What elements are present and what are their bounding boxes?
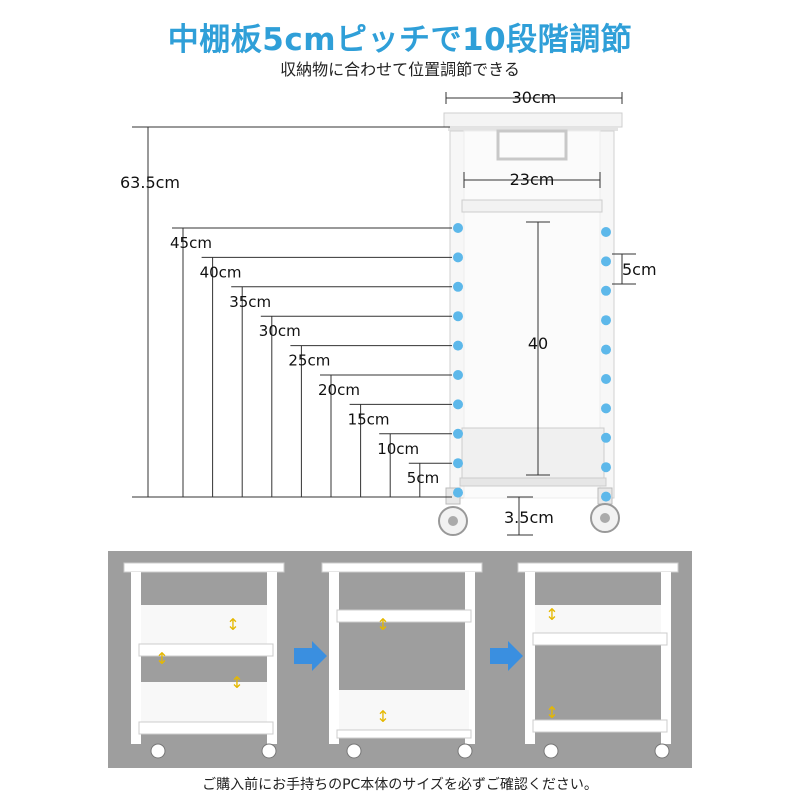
peg-hole-icon	[453, 399, 463, 410]
peg-hole-icon	[601, 491, 611, 502]
shelf-level-label: 30cm	[259, 322, 301, 340]
peg-hole-icon	[453, 370, 463, 380]
shelf-peg-holes-right	[601, 227, 611, 502]
shelf-level-label: 10cm	[377, 440, 419, 458]
footer-note: ご購入前にお手持ちのPC本体のサイズを必ずご確認ください。	[202, 777, 598, 793]
peg-hole-icon	[601, 285, 611, 296]
pin-icon: ↕	[155, 649, 168, 668]
peg-hole-icon	[601, 462, 611, 473]
peg-hole-icon	[601, 227, 611, 237]
shelf-level-label: 25cm	[288, 352, 330, 370]
peg-hole-icon	[453, 281, 463, 292]
pitch-label: 5cm	[622, 260, 657, 279]
peg-hole-icon	[453, 252, 463, 263]
inner-height-label: 40	[528, 334, 548, 353]
page-subtitle: 収納物に合わせて位置調節できる	[280, 60, 520, 79]
shelf-level-labels: 45cm 40cm 35cm 30cm 25cm 20cm 15cm 10cm 5cm	[170, 234, 439, 487]
peg-hole-icon	[453, 428, 463, 439]
peg-hole-icon	[601, 374, 611, 384]
dimension-lines	[132, 92, 636, 536]
peg-hole-icon	[601, 403, 611, 414]
peg-hole-icon	[601, 432, 611, 443]
shelf-level-label: 35cm	[229, 293, 271, 311]
pin-icon: ↕	[230, 673, 243, 692]
total-height-label: 63.5cm	[120, 173, 180, 192]
peg-hole-icon	[453, 311, 463, 322]
shelf-peg-holes-left	[453, 223, 463, 498]
pin-icon: ↕	[376, 615, 389, 634]
peg-hole-icon	[601, 344, 611, 355]
shelf-level-label: 45cm	[170, 234, 212, 252]
shelf-level-label: 15cm	[348, 410, 390, 428]
peg-hole-icon	[601, 256, 611, 267]
shelf-level-label: 40cm	[200, 263, 242, 281]
peg-hole-icon	[453, 487, 463, 498]
cart-illustration	[438, 112, 623, 536]
pin-icon: ↕	[376, 707, 389, 726]
inner-width-label: 23cm	[510, 170, 555, 189]
peg-hole-icon	[601, 315, 611, 326]
page-title: 中棚板5cmピッチで10段階調節	[167, 22, 633, 58]
shelf-level-lines	[172, 227, 452, 497]
cart-step-2: ↕ ↕	[321, 562, 483, 759]
shelf-level-label: 20cm	[318, 381, 360, 399]
cart-step-1: ↕ ↕ ↕	[123, 562, 285, 759]
peg-hole-icon	[453, 340, 463, 351]
peg-hole-icon	[453, 223, 463, 233]
pin-icon: ↕	[545, 605, 558, 624]
shelf-level-label: 5cm	[407, 469, 439, 487]
pin-icon: ↕	[226, 615, 239, 634]
arrow-right-icon	[294, 641, 327, 671]
pin-icon: ↕	[545, 703, 558, 722]
top-width-label: 30cm	[512, 88, 557, 107]
arrow-right-icon	[490, 641, 523, 671]
peg-hole-icon	[453, 458, 463, 469]
cart-step-3: ↕ ↕	[517, 562, 679, 759]
caster-height-label: 3.5cm	[504, 508, 554, 527]
